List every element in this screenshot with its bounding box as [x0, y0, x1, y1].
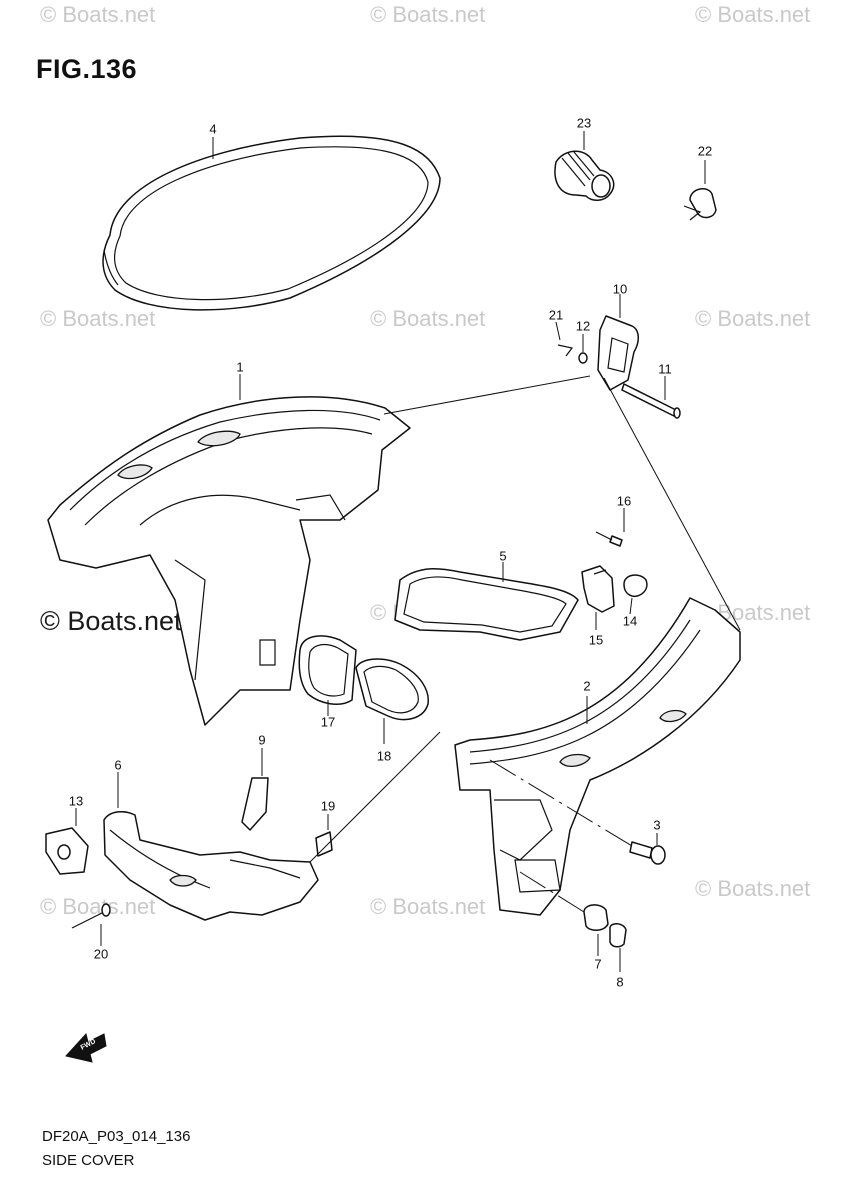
watermark-highlight: © Boats.net	[40, 606, 182, 636]
callout-1: 1	[236, 359, 244, 375]
part-10-bracket	[597, 294, 639, 391]
callout-2: 2	[583, 678, 591, 694]
part-2-side-cover	[454, 597, 741, 916]
diagram-code: DF20A_P03_014_136	[42, 1128, 191, 1145]
part-19-spacer	[315, 814, 333, 857]
callout-19: 19	[320, 798, 336, 814]
callout-18: 18	[376, 748, 392, 764]
part-20-screw	[71, 903, 111, 946]
diagram-caption: SIDE COVER	[42, 1152, 135, 1169]
part-6-lower-cover	[103, 772, 319, 921]
watermark: © Boats.net	[695, 876, 811, 901]
callout-11: 11	[658, 361, 672, 377]
callout-7: 7	[594, 956, 602, 972]
callout-22: 22	[697, 143, 713, 159]
part-23-plug	[554, 131, 615, 201]
callout-21: 21	[548, 307, 564, 323]
callout-8: 8	[616, 974, 624, 990]
callout-6: 6	[114, 757, 122, 773]
callout-14: 14	[622, 613, 638, 629]
part-13-grommet	[45, 808, 89, 875]
callout-5: 5	[499, 548, 507, 564]
callout-20: 20	[93, 946, 109, 962]
watermark: © Boats.net	[370, 894, 486, 919]
part-17-18-seals	[298, 635, 429, 744]
callout-23: 23	[576, 115, 592, 131]
part-22-clip	[683, 160, 717, 221]
part-15-16-14	[581, 508, 648, 630]
callout-4: 4	[209, 121, 217, 137]
part-5-frame	[394, 562, 579, 641]
watermark: © Boats.net	[695, 2, 811, 27]
watermark: © Boats.net	[40, 306, 156, 331]
callout-3: 3	[653, 817, 661, 833]
callout-17: 17	[320, 714, 336, 730]
callout-16: 16	[616, 493, 632, 509]
forward-arrow-icon: FWD	[65, 1032, 107, 1063]
callout-12: 12	[575, 318, 591, 334]
part-21-12-small	[555, 321, 588, 364]
callout-10: 10	[612, 281, 628, 297]
part-11-pin	[621, 376, 681, 419]
watermark: © Boats.net	[695, 306, 811, 331]
assembly-lines	[309, 375, 741, 913]
callout-9: 9	[258, 732, 266, 748]
part-9-bracket	[241, 748, 269, 831]
callout-15: 15	[588, 632, 604, 648]
watermark: © Boats.net	[370, 306, 486, 331]
part-7-8-fasteners	[583, 904, 627, 972]
figure-title: FIG.136	[36, 54, 138, 84]
callout-13: 13	[68, 793, 84, 809]
watermark: © Boats.net	[370, 2, 486, 27]
part-4-seal	[102, 135, 441, 311]
watermark: © Boats.net	[40, 2, 156, 27]
part-1-side-cover	[47, 374, 411, 726]
part-3-bolt	[629, 833, 666, 865]
